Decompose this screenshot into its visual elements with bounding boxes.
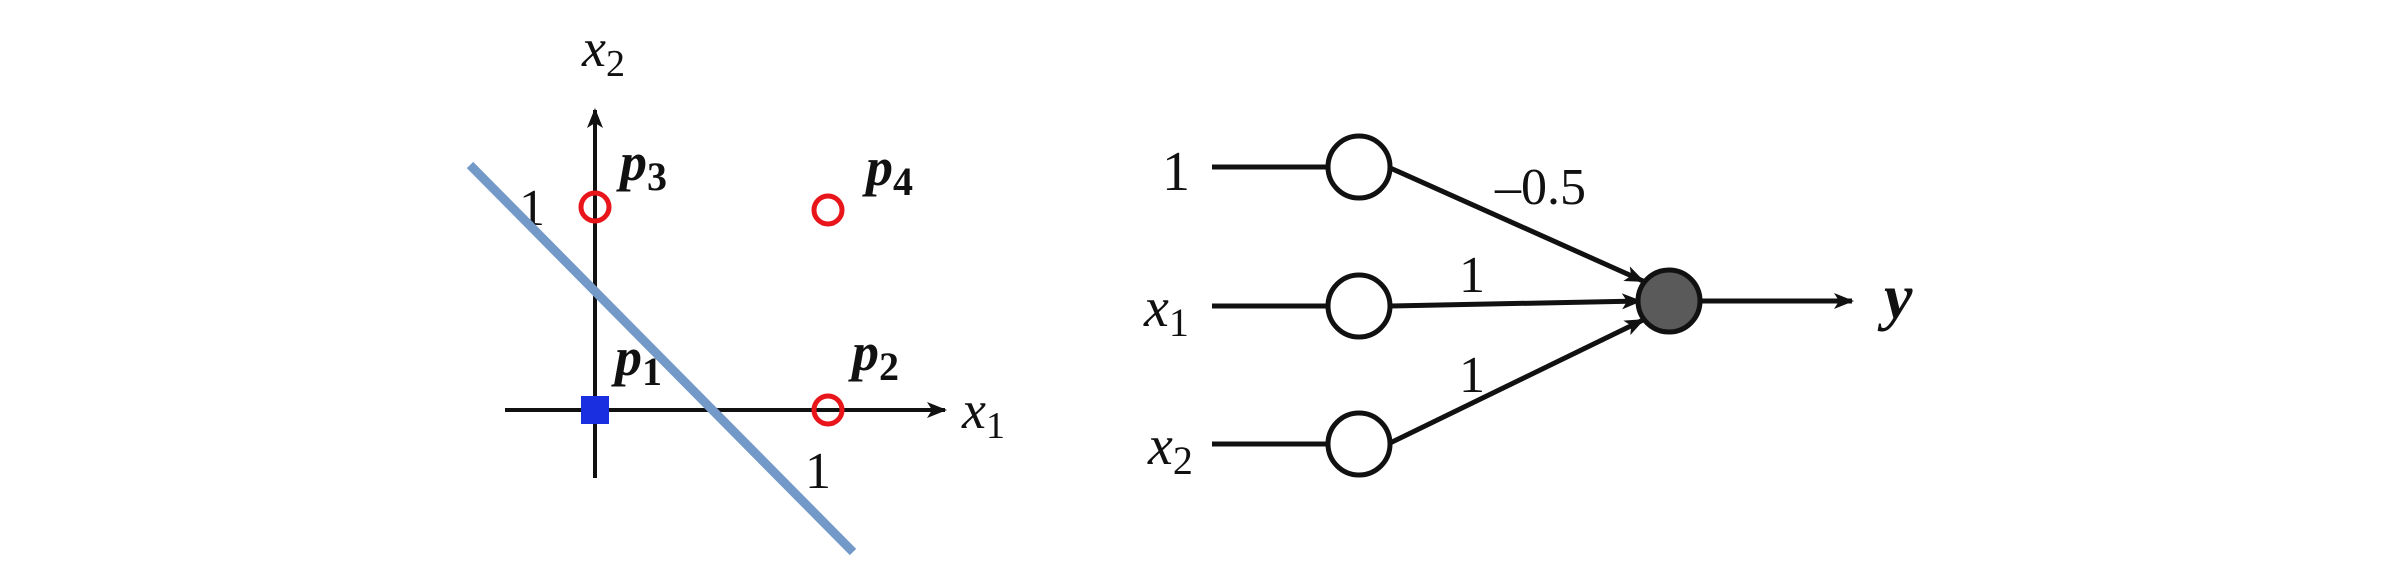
input-neuron-bias	[1325, 133, 1393, 201]
x-tick-label: 1	[805, 443, 831, 500]
input-label-x2: x2	[1147, 415, 1193, 483]
weight-arrow-bias	[1386, 164, 1645, 284]
point-p2-label: p2	[848, 322, 899, 389]
point-p3-marker	[578, 190, 612, 224]
input-label-bias: 1	[1162, 141, 1190, 203]
point-p1-marker	[581, 396, 609, 424]
perceptron-network: 1 x1 x2 –0.5 1 1 y	[1143, 133, 1913, 483]
output-neuron	[1635, 267, 1703, 335]
output-label: y	[1877, 261, 1913, 332]
weight-label-x1: 1	[1459, 247, 1485, 304]
input-neuron-x1	[1325, 272, 1393, 340]
y-axis-label: x2	[581, 18, 625, 85]
point-p3-label: p3	[616, 132, 667, 199]
point-p4-marker	[811, 193, 845, 227]
weight-label-x2: 1	[1459, 347, 1485, 404]
input-label-x1: x1	[1143, 277, 1189, 345]
weight-arrow-x2	[1386, 317, 1645, 447]
weight-label-bias: –0.5	[1494, 159, 1586, 216]
weight-arrow-x1	[1389, 293, 1642, 310]
point-p4-label: p4	[862, 137, 913, 204]
scatter-plot: x2 x1 1 1 p1 p2 p3 p4	[466, 18, 1005, 556]
point-p1-label: p1	[611, 327, 662, 394]
decision-line	[466, 161, 857, 556]
x-axis-label: x1	[961, 380, 1005, 447]
input-neuron-x2	[1325, 410, 1393, 478]
point-p2-marker	[811, 393, 845, 427]
